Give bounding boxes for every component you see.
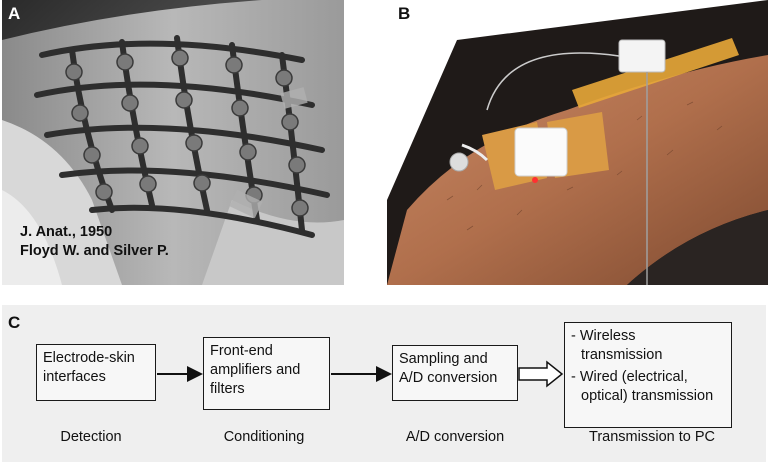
box-wired-line2: optical) transmission [581,388,714,404]
stage-label-ad-conversion: A/D conversion [405,429,505,445]
photo-credit-journal: J. Anat., 1950 [20,224,113,240]
stage-label-detection: Detection [60,429,122,445]
box-wireless-line1: - Wireless [571,328,636,344]
box-sampling-line2: A/D conversion [399,370,498,386]
box-electrode-line1: Electrode-skin [43,350,135,366]
panel-b-letter: B [398,4,411,23]
panel-a-letter: A [8,4,21,23]
photo-credit-authors: Floyd W. and Silver P. [20,243,169,259]
box-sampling-ad-conversion: Sampling and A/D conversion [392,345,518,401]
photo-electrode-grid-back [2,0,344,285]
photo-wireless-sensor-knee [387,0,768,285]
box-electrode-line2: interfaces [43,369,106,385]
stage-label-conditioning: Conditioning [223,429,305,445]
stage-label-transmission: Transmission to PC [589,429,715,445]
box-electrode-skin-interfaces: Electrode-skin interfaces [36,344,156,401]
box-transmission-options: - Wireless transmission - Wired (electri… [564,322,732,428]
signal-chain-diagram: C Electrode-skin interfaces Front-end am… [2,305,766,462]
panel-c-letter: C [8,313,21,332]
box-wired-line1: - Wired (electrical, [571,369,688,385]
box-amplifiers-line1: Front-end [210,343,273,359]
box-sampling-line1: Sampling and [399,351,488,367]
diagram-arrows [157,360,564,388]
arrow-ad-to-transmission-hollow [518,360,564,388]
box-amplifiers-line3: filters [210,381,245,397]
box-front-end-amplifiers: Front-end amplifiers and filters [203,337,330,410]
box-wireless-line2: transmission [581,347,663,363]
box-amplifiers-line2: amplifiers and [210,362,301,378]
